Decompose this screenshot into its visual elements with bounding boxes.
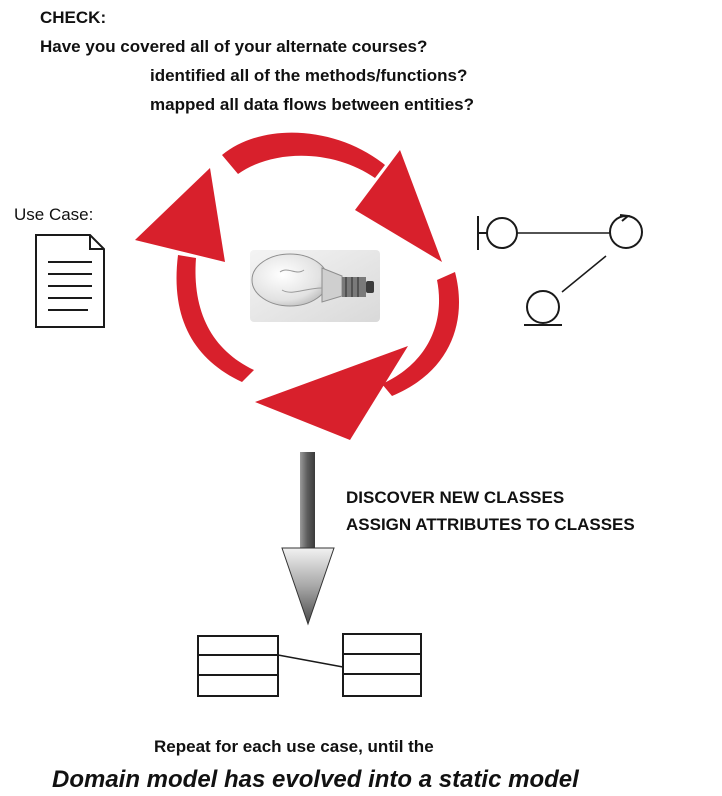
check-question-data-flows: mapped all data flows between entities? [150, 95, 475, 114]
cycle-arrow-bottom [255, 272, 460, 440]
robustness-diagram-icon [477, 214, 643, 326]
use-case-label: Use Case: [14, 205, 94, 224]
footer-repeat-text: Repeat for each use case, until the [154, 737, 434, 756]
check-title: CHECK: [40, 8, 107, 27]
class-diagram-icon [197, 633, 422, 697]
class-box-right [342, 633, 422, 697]
light-bulb-image [250, 250, 380, 322]
cycle-arrow-left [135, 168, 254, 382]
controller-icon [609, 215, 643, 249]
entity-object-icon [526, 290, 560, 324]
cycle-arrows [135, 132, 460, 440]
document-icon [35, 234, 105, 328]
check-question-methods: identified all of the methods/functions? [150, 66, 468, 85]
footer-conclusion-text: Domain model has evolved into a static m… [52, 766, 579, 793]
action-discover-classes: DISCOVER NEW CLASSES [346, 488, 565, 507]
check-question-alternate-courses: Have you covered all of your alternate c… [40, 37, 428, 56]
class-box-left [197, 635, 279, 697]
boundary-object-icon [486, 217, 518, 249]
association-line [277, 654, 344, 668]
action-assign-attributes: ASSIGN ATTRIBUTES TO CLASSES [346, 515, 635, 534]
cycle-arrow-right [222, 132, 442, 262]
down-arrow [281, 452, 335, 626]
